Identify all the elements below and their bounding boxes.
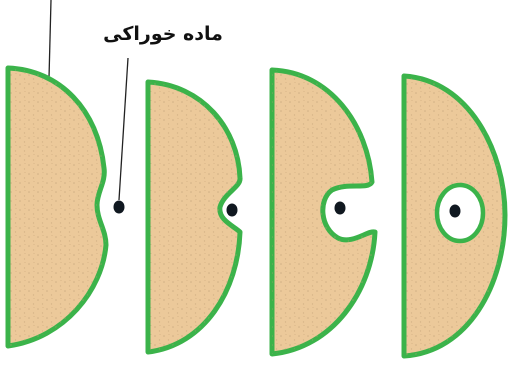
- stage-2-cell: [148, 82, 240, 352]
- stage-4-cell: [404, 76, 505, 356]
- food-particle: [450, 205, 461, 218]
- food-leader-line: [119, 58, 128, 200]
- stage-3-cell: [272, 70, 375, 354]
- stage-1-cell: [8, 68, 125, 346]
- cytoplasm-texture: [8, 68, 106, 346]
- food-particle: [114, 201, 125, 214]
- food-particle: [227, 204, 238, 217]
- food-particle: [335, 202, 346, 215]
- membrane-leader-line: [49, 0, 51, 78]
- food-label: ماده خوراکی: [103, 23, 223, 45]
- cytoplasm-texture: [148, 82, 240, 352]
